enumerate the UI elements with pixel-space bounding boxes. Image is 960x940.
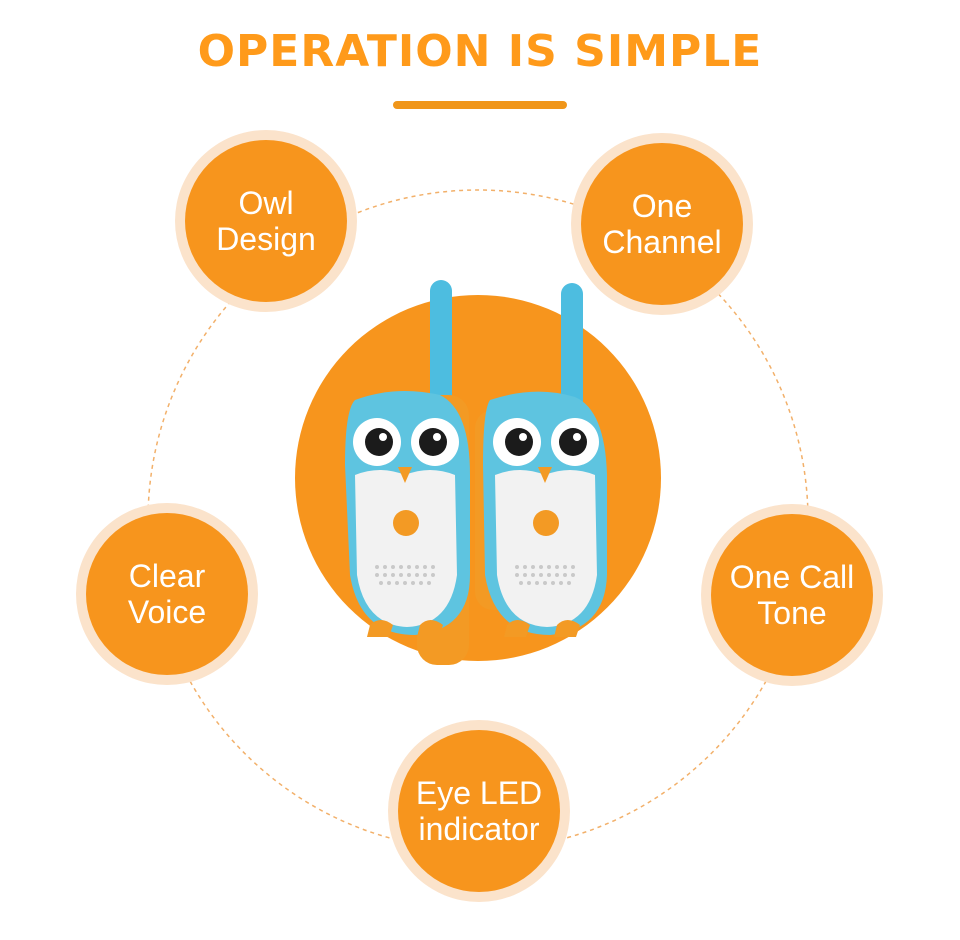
feature-line1: One: [631, 188, 693, 224]
feature-line1: Clear: [128, 558, 206, 594]
feature-line2: Channel: [602, 224, 722, 260]
feature-line1: Eye LED: [415, 775, 543, 811]
product-illustration: [295, 280, 661, 665]
feature-bubble-one-call-tone: One Call Tone: [701, 504, 883, 686]
feature-bubble-eye-led-indicator: Eye LED indicator: [388, 720, 570, 902]
feature-line1: One Call: [729, 559, 855, 595]
right-walkie-talkie: [475, 283, 607, 637]
feature-bubble-owl-design: Owl Design: [175, 130, 357, 312]
feature-line2: Design: [216, 221, 316, 257]
feature-line2: indicator: [418, 811, 540, 847]
feature-bubble-clear-voice: Clear Voice: [76, 503, 258, 685]
feature-line2: Tone: [757, 595, 827, 631]
title-underline: [393, 101, 567, 109]
left-walkie-talkie: [345, 280, 470, 665]
feature-line1: Owl: [238, 185, 294, 221]
page-title: OPERATION IS SIMPLE: [197, 26, 763, 77]
feature-line2: Voice: [127, 594, 207, 630]
feature-bubble-one-channel: One Channel: [571, 133, 753, 315]
